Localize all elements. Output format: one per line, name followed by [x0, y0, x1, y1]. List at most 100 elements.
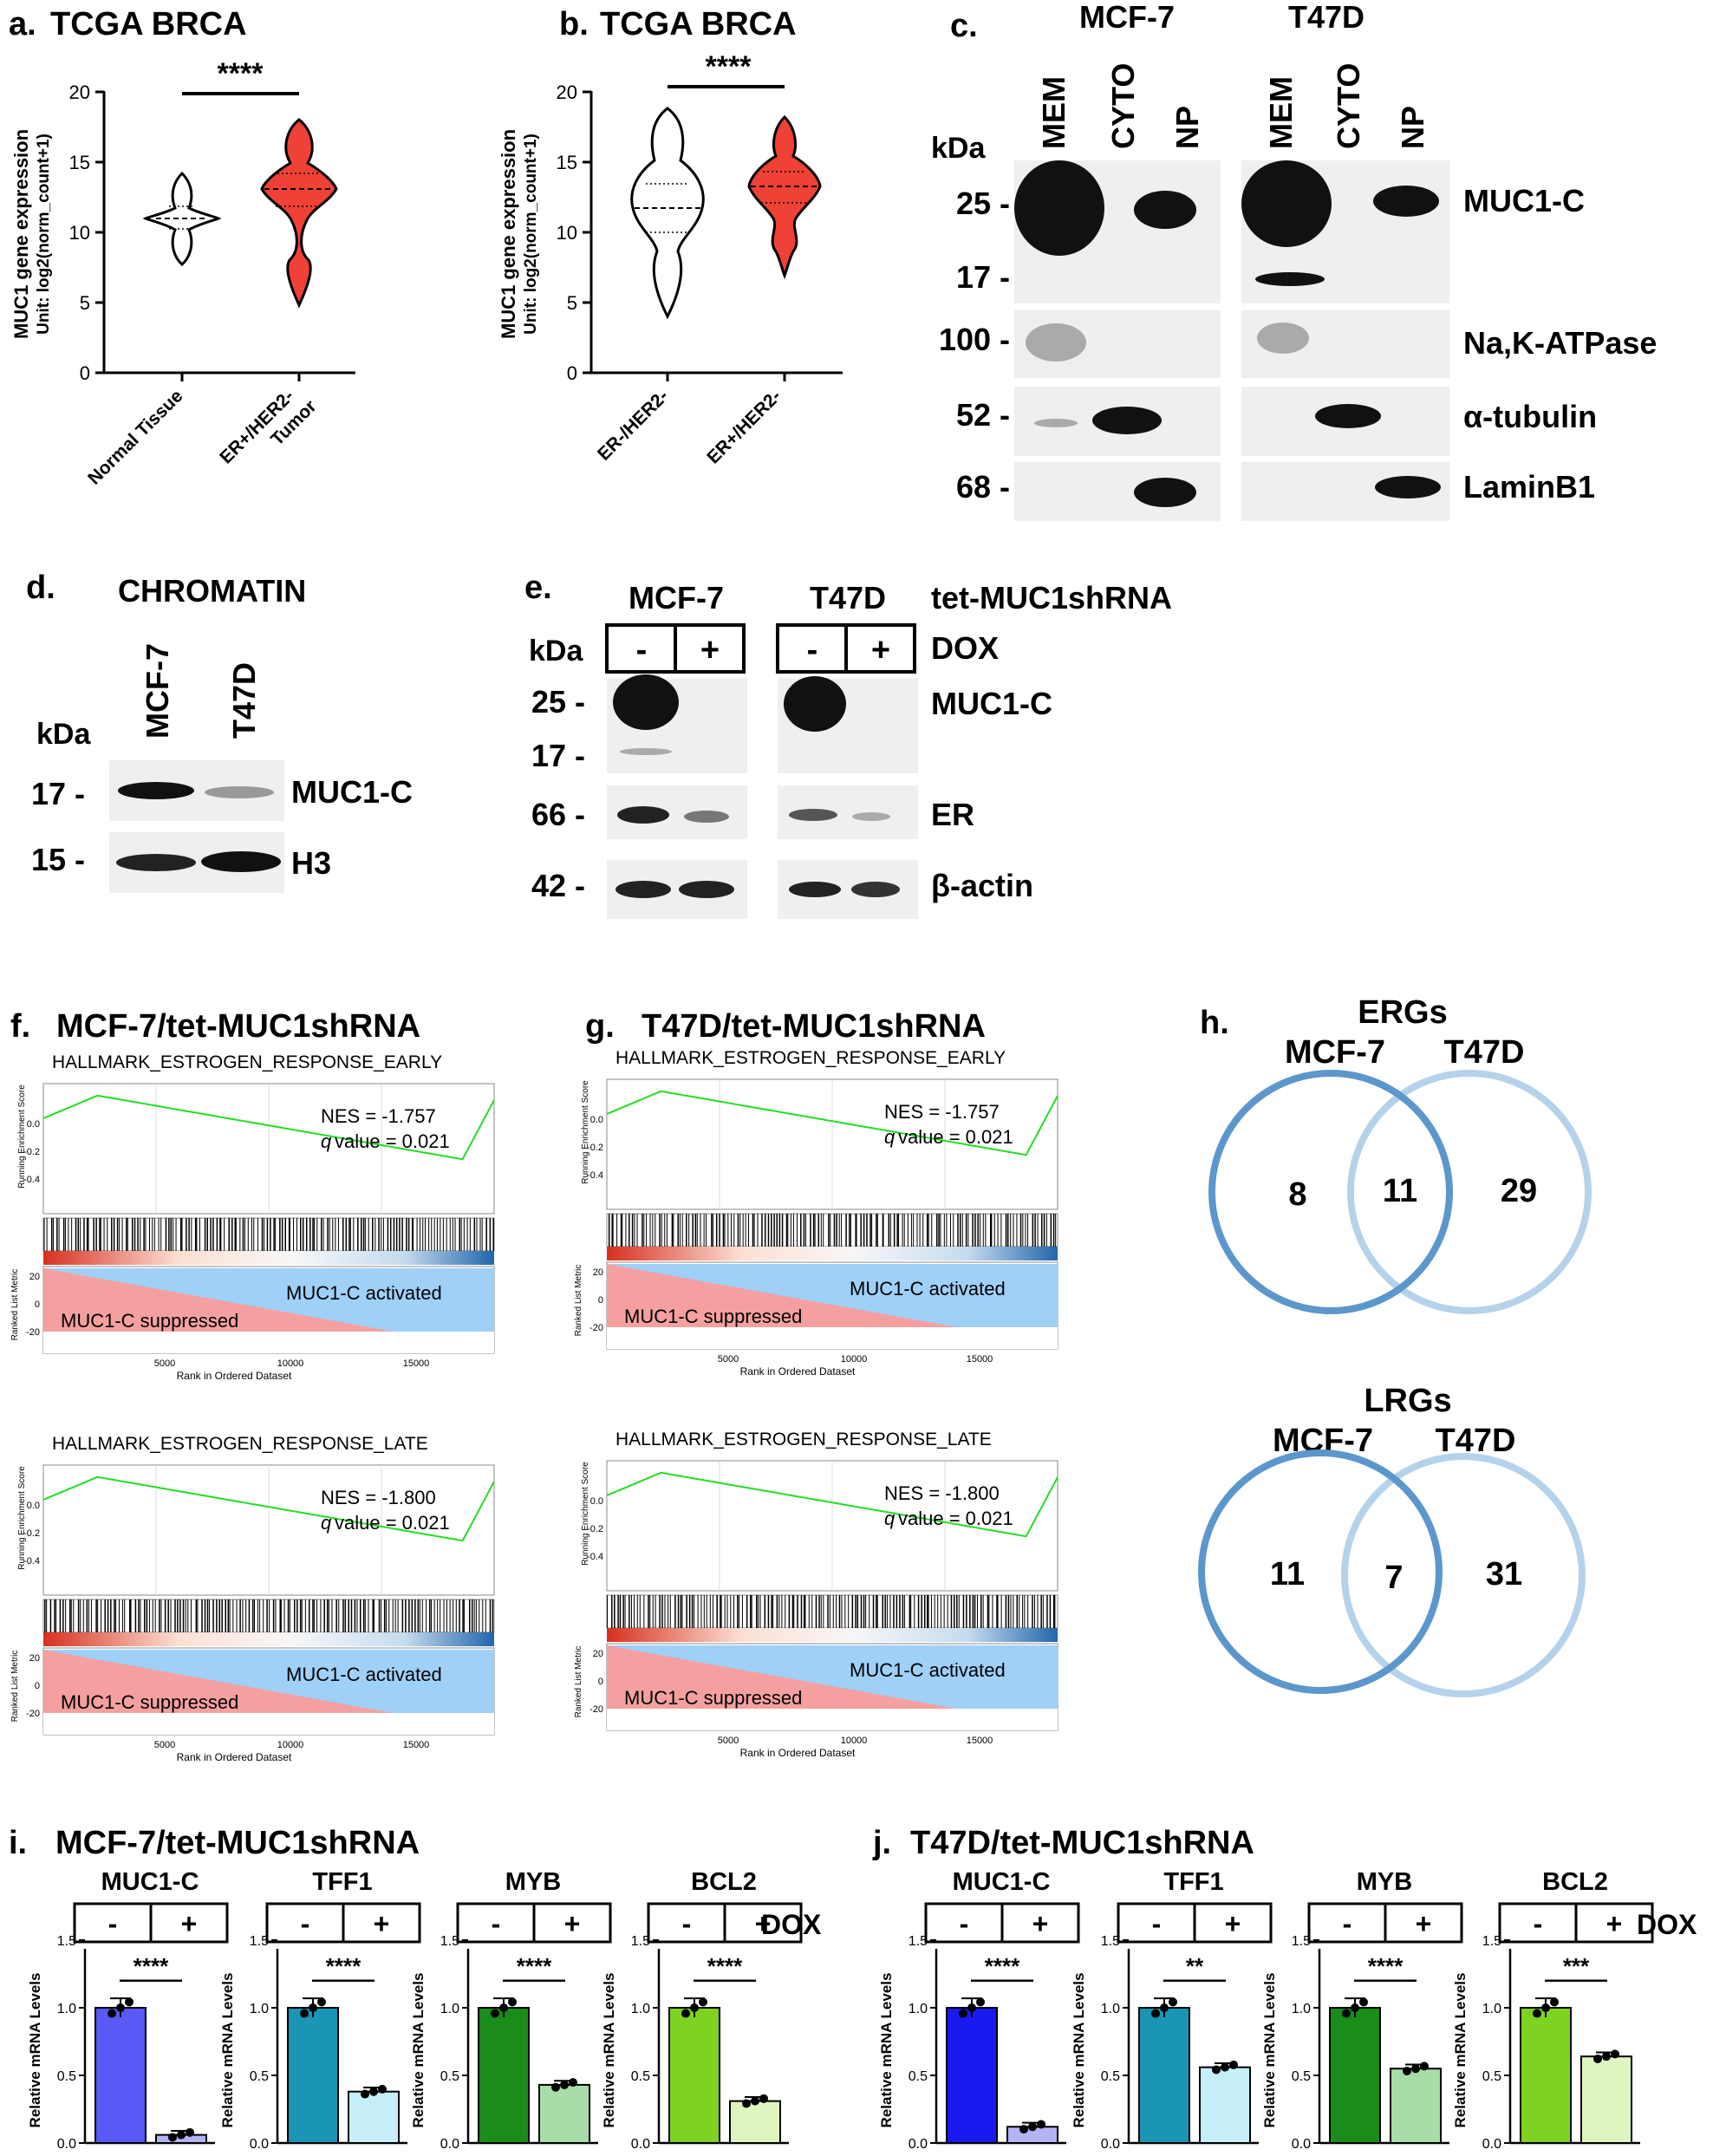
enrichment-curve [606, 1090, 1058, 1156]
lane-label: CYTO [1331, 63, 1366, 149]
mw-marker: 17 - [531, 738, 585, 773]
data-point [976, 1997, 985, 2007]
q-symbol: q [884, 1126, 896, 1148]
bar-chart-title: TFF1 [1163, 1868, 1223, 1896]
data-point [1342, 2009, 1351, 2018]
panel-b-ytick: 5 [567, 292, 577, 314]
activated-label: MUC1-C activated [286, 1664, 442, 1685]
bar-ytick: 1.5 [909, 1934, 928, 1949]
bar-ytick: 0.0 [631, 2137, 650, 2152]
data-point [751, 2096, 759, 2106]
rank-xtick: 10000 [277, 1740, 304, 1750]
rank-xtick: 5000 [718, 1736, 739, 1746]
nes-value: NES = -1.757 [884, 1101, 1000, 1123]
lane-label: NP [1169, 106, 1205, 149]
panel-a-ytick: 15 [69, 152, 90, 173]
q-value: value = 0.021 [335, 1130, 450, 1152]
bar-ytick: 0.5 [909, 2069, 928, 2084]
bar-significance: **** [1368, 1953, 1404, 1979]
bar-ytick: 0.5 [57, 2069, 76, 2084]
dox-minus: - [807, 632, 818, 668]
rank-ytick: 20 [593, 1649, 603, 1659]
panel-a-xtick: Normal Tissue [84, 386, 186, 488]
nes-value: NES = -1.800 [321, 1487, 436, 1508]
panel-a-sig: **** [218, 57, 264, 90]
bar [1199, 2066, 1251, 2144]
dox-plus: + [564, 1908, 581, 1939]
bar-ylabel: Relative mRNA Levels [878, 1973, 895, 2128]
bar-ytick: 0.5 [1482, 2069, 1501, 2084]
venn-title: LRGs [1364, 1383, 1451, 1419]
bar-significance: **** [326, 1953, 361, 1979]
es-ylabel: Running Enrichment Score [581, 1080, 590, 1184]
bar-ytick: 1.0 [250, 2002, 269, 2016]
violin-er-neg [630, 107, 705, 320]
venn-count: 7 [1384, 1560, 1403, 1596]
data-point [300, 2009, 309, 2018]
data-point [1533, 2009, 1541, 2018]
panel-a-ytick: 10 [69, 222, 90, 244]
q-symbol: q [321, 1512, 332, 1534]
venn-left-label: MCF-7 [1285, 1034, 1385, 1071]
activated-area [43, 1650, 494, 1731]
data-point [560, 2080, 569, 2089]
mw-marker: 42 - [531, 868, 585, 903]
es-ytick: -0.4 [23, 1556, 40, 1567]
panel-b-ytick: 20 [557, 81, 577, 103]
data-point [107, 2009, 116, 2018]
rank-xtick: 5000 [718, 1354, 739, 1365]
rank-ytick: 20 [29, 1653, 40, 1664]
data-point [759, 2094, 768, 2103]
bar-ytick: 0.0 [1101, 2137, 1120, 2152]
bar-chart-title: TFF1 [312, 1868, 372, 1896]
bar-chart-title: MYB [1357, 1868, 1412, 1896]
panel-b-sig: **** [706, 50, 752, 83]
panel-d-title: CHROMATIN [118, 573, 306, 609]
data-point [116, 2003, 125, 2012]
venn-count: 31 [1486, 1556, 1522, 1593]
panel-h-letter: h. [1200, 1005, 1229, 1041]
dox-plus: + [755, 1908, 772, 1939]
rank-ytick: 0 [598, 1295, 603, 1306]
data-point [1221, 2062, 1229, 2072]
panel-a-ylabel2: Unit: log2(norm_count+1) [35, 134, 53, 335]
venn-count: 11 [1270, 1556, 1305, 1593]
dox-minus: - [108, 1908, 118, 1939]
q-value: value = 0.021 [898, 1126, 1013, 1148]
panel-a-letter: a. [9, 6, 36, 42]
data-point [742, 2099, 751, 2108]
es-ylabel: Running Enrichment Score [17, 1466, 27, 1570]
bar-ylabel: Relative mRNA Levels [1071, 1973, 1087, 2128]
dox-plus: + [1225, 1908, 1241, 1939]
es-ytick: 0.0 [590, 1115, 603, 1125]
panel-b-letter: b. [559, 6, 589, 42]
dox-minus: - [636, 632, 648, 668]
bar-ytick: 1.0 [631, 2002, 650, 2016]
panel-h: h. ERGs MCF-7 T47D 8 11 29 LRGs MCF-7 T4… [1198, 994, 1592, 1697]
enrichment-curve [42, 1094, 495, 1161]
rank-xlabel: Rank in Ordered Dataset [177, 1751, 292, 1763]
es-ytick: -0.4 [587, 1552, 603, 1562]
suppressed-label: MUC1-C suppressed [61, 1310, 238, 1332]
dox-minus: - [1343, 1908, 1352, 1939]
bar-significance: ** [1186, 1953, 1204, 1979]
bar-ytick: 1.0 [1101, 2002, 1120, 2016]
bar-significance: **** [707, 1953, 743, 1979]
data-point [499, 2003, 508, 2012]
data-point [1351, 2003, 1359, 2012]
rank-ytick: 0 [598, 1677, 603, 1687]
bar-ytick: 0.5 [1101, 2069, 1120, 2084]
bar-ytick: 1.0 [1292, 2002, 1311, 2016]
panel-c-cell-mcf7: MCF-7 [1079, 0, 1175, 35]
bar-ytick: 1.5 [1101, 1934, 1120, 1949]
data-point [1541, 2003, 1550, 2012]
rank-ylabel: Ranked List Metric [10, 1269, 20, 1341]
dox-minus: - [301, 1908, 310, 1939]
es-ylabel: Running Enrichment Score [17, 1085, 27, 1189]
panel-e-cell: MCF-7 [629, 580, 724, 616]
